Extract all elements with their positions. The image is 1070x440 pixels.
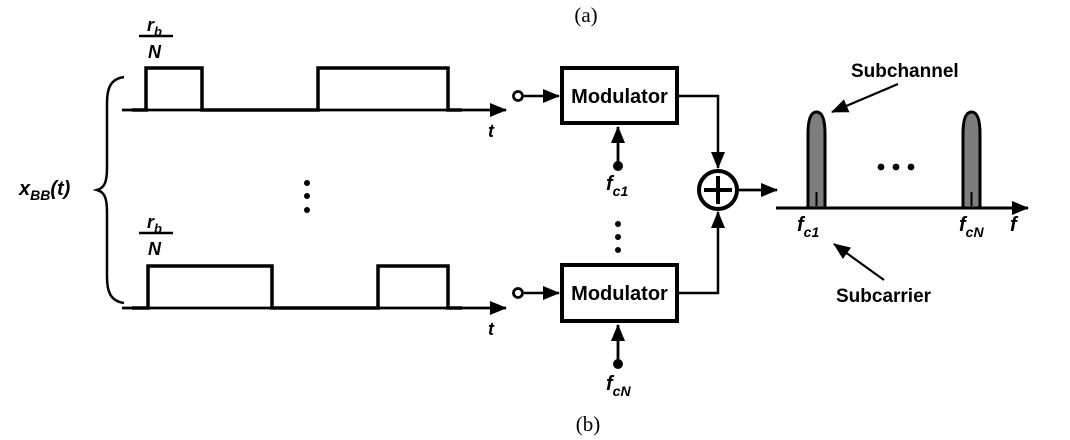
modulator-bottom: Modulator fcN xyxy=(512,211,725,399)
spectrum-carrier-first-label: fc1 xyxy=(797,214,819,240)
subchannel-lobe-first xyxy=(806,110,827,210)
output-spectrum: fc1 fcN f Subchannel Subcarrier xyxy=(776,61,1029,307)
modulator-box xyxy=(560,263,679,323)
subcarrier-annotation: Subcarrier xyxy=(836,286,932,307)
input-signal-label: xBB(t) xyxy=(18,178,71,203)
modulator-top: Modulator fc1 xyxy=(512,66,725,199)
output-connector xyxy=(677,94,725,169)
rate-fraction-numerator: rb xyxy=(147,15,162,39)
frequency-axis-label: f xyxy=(1010,214,1019,236)
carrier-node xyxy=(613,359,623,369)
subchannel-annotation: Subchannel xyxy=(851,61,959,82)
pulse-train xyxy=(132,66,462,112)
spectrum-ellipsis xyxy=(877,163,915,171)
modulator-label: Modulator xyxy=(571,86,668,108)
rate-fraction-denominator: N xyxy=(148,239,162,259)
input-port xyxy=(512,287,524,299)
subchannel-lobe-last xyxy=(961,110,982,210)
carrier-frequency-label: fcN xyxy=(606,373,631,399)
input-port xyxy=(512,90,524,102)
waveforms-ellipsis xyxy=(304,180,310,213)
waveform-bottom: rb N t xyxy=(122,212,507,339)
subcarrier-annotation-arrow xyxy=(833,243,885,281)
input-brace xyxy=(92,75,125,305)
spectrum-carrier-last-label: fcN xyxy=(959,214,984,240)
carrier-node xyxy=(613,161,623,171)
pulse-train xyxy=(132,264,462,310)
subchannel-annotation-arrow xyxy=(831,82,899,114)
time-axis-label: t xyxy=(488,319,495,339)
rate-fraction-numerator: rb xyxy=(147,212,162,236)
caption-a: (a) xyxy=(574,3,597,27)
output-connector xyxy=(677,211,725,295)
waveform-top: rb N t xyxy=(122,15,507,141)
caption-b: (b) xyxy=(576,412,601,436)
time-axis-label: t xyxy=(488,121,495,141)
summer xyxy=(697,169,778,211)
carrier-frequency-label: fc1 xyxy=(606,173,628,199)
rate-fraction-denominator: N xyxy=(148,42,162,62)
modulator-label: Modulator xyxy=(571,283,668,305)
modulators-ellipsis xyxy=(615,221,621,253)
